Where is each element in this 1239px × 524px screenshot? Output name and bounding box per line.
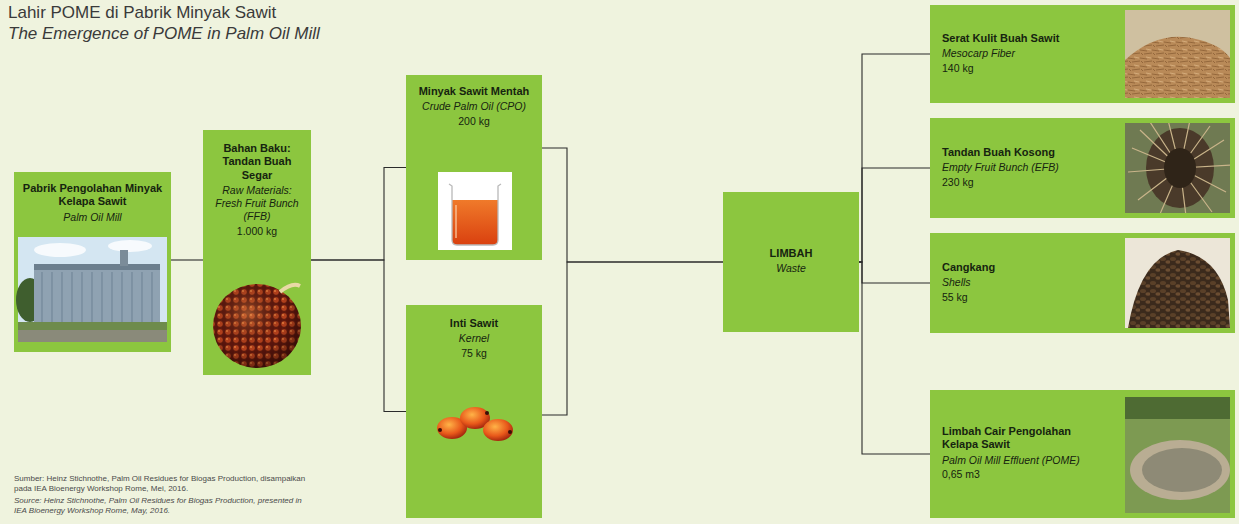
connector-line [542, 148, 723, 262]
node-heading: Pabrik Pengolahan Minyak Kelapa Sawit [20, 182, 165, 209]
oil-beaker-illustration [438, 172, 512, 250]
node-subheading: Crude Palm Oil (CPO) [416, 100, 532, 113]
connector-line [542, 262, 723, 415]
quantity-value: 230 kg [942, 176, 1110, 189]
kernel-illustration [437, 407, 513, 441]
node-heading: Bahan Baku: Tandan Buah Segar [208, 142, 306, 182]
connector-line [859, 168, 930, 262]
connector-line [311, 260, 406, 412]
node-subheading: Mesocarp Fiber [942, 47, 1110, 60]
mill-photo [16, 237, 167, 342]
node-heading: Limbah Cair Pengolahan Kelapa Sawit [942, 425, 1110, 452]
node-subheading: Shells [942, 276, 1110, 289]
node-subheading: Palm Oil Mill [20, 211, 165, 224]
quantity-value: 140 kg [942, 62, 1110, 75]
node-heading: LIMBAH [731, 247, 851, 260]
node-subheading: Waste [731, 262, 851, 275]
empty-fruit-bunch-photo [1125, 123, 1230, 213]
connector-line [171, 259, 203, 260]
node-heading: Serat Kulit Buah Sawit [942, 32, 1110, 45]
source-note: Sumber: Heinz Stichnothe, Palm Oil Resid… [14, 474, 314, 493]
connector-line [859, 54, 930, 262]
source-note: Source: Heinz Stichnothe, Palm Oil Resid… [14, 496, 314, 515]
connector-line [859, 262, 930, 454]
node-subheading: Kernel [416, 332, 532, 345]
pome-pond-photo [1125, 397, 1230, 513]
fruit-bunch-illustration [213, 284, 301, 368]
quantity-value: 200 kg [416, 115, 532, 128]
shells-photo [1125, 238, 1230, 328]
node-heading: Minyak Sawit Mentah [416, 85, 532, 98]
subtitle: The Emergence of POME in Palm Oil Mill [8, 24, 428, 44]
node-subheading: Palm Oil Mill Effluent (POME) [942, 454, 1110, 467]
quantity-value: 75 kg [416, 347, 532, 360]
waste-box: LIMBAH Waste [723, 192, 859, 332]
quantity-value: 55 kg [942, 291, 1110, 304]
node-subheading: Raw Materials: Fresh Fruit Bunch (FFB) [208, 184, 306, 222]
fiber-photo [1125, 10, 1230, 98]
node-subheading: Empty Fruit Bunch (EFB) [942, 161, 1110, 174]
quantity-value: 1.000 kg [208, 225, 306, 238]
title: Lahir POME di Pabrik Minyak Sawit [8, 3, 276, 23]
node-heading: Tandan Buah Kosong [942, 146, 1110, 159]
quantity-value: 0,65 m3 [942, 468, 1110, 481]
connector-line [859, 262, 930, 283]
node-heading: Cangkang [942, 261, 1110, 274]
node-heading: Inti Sawit [416, 317, 532, 330]
connector-line [311, 168, 406, 261]
